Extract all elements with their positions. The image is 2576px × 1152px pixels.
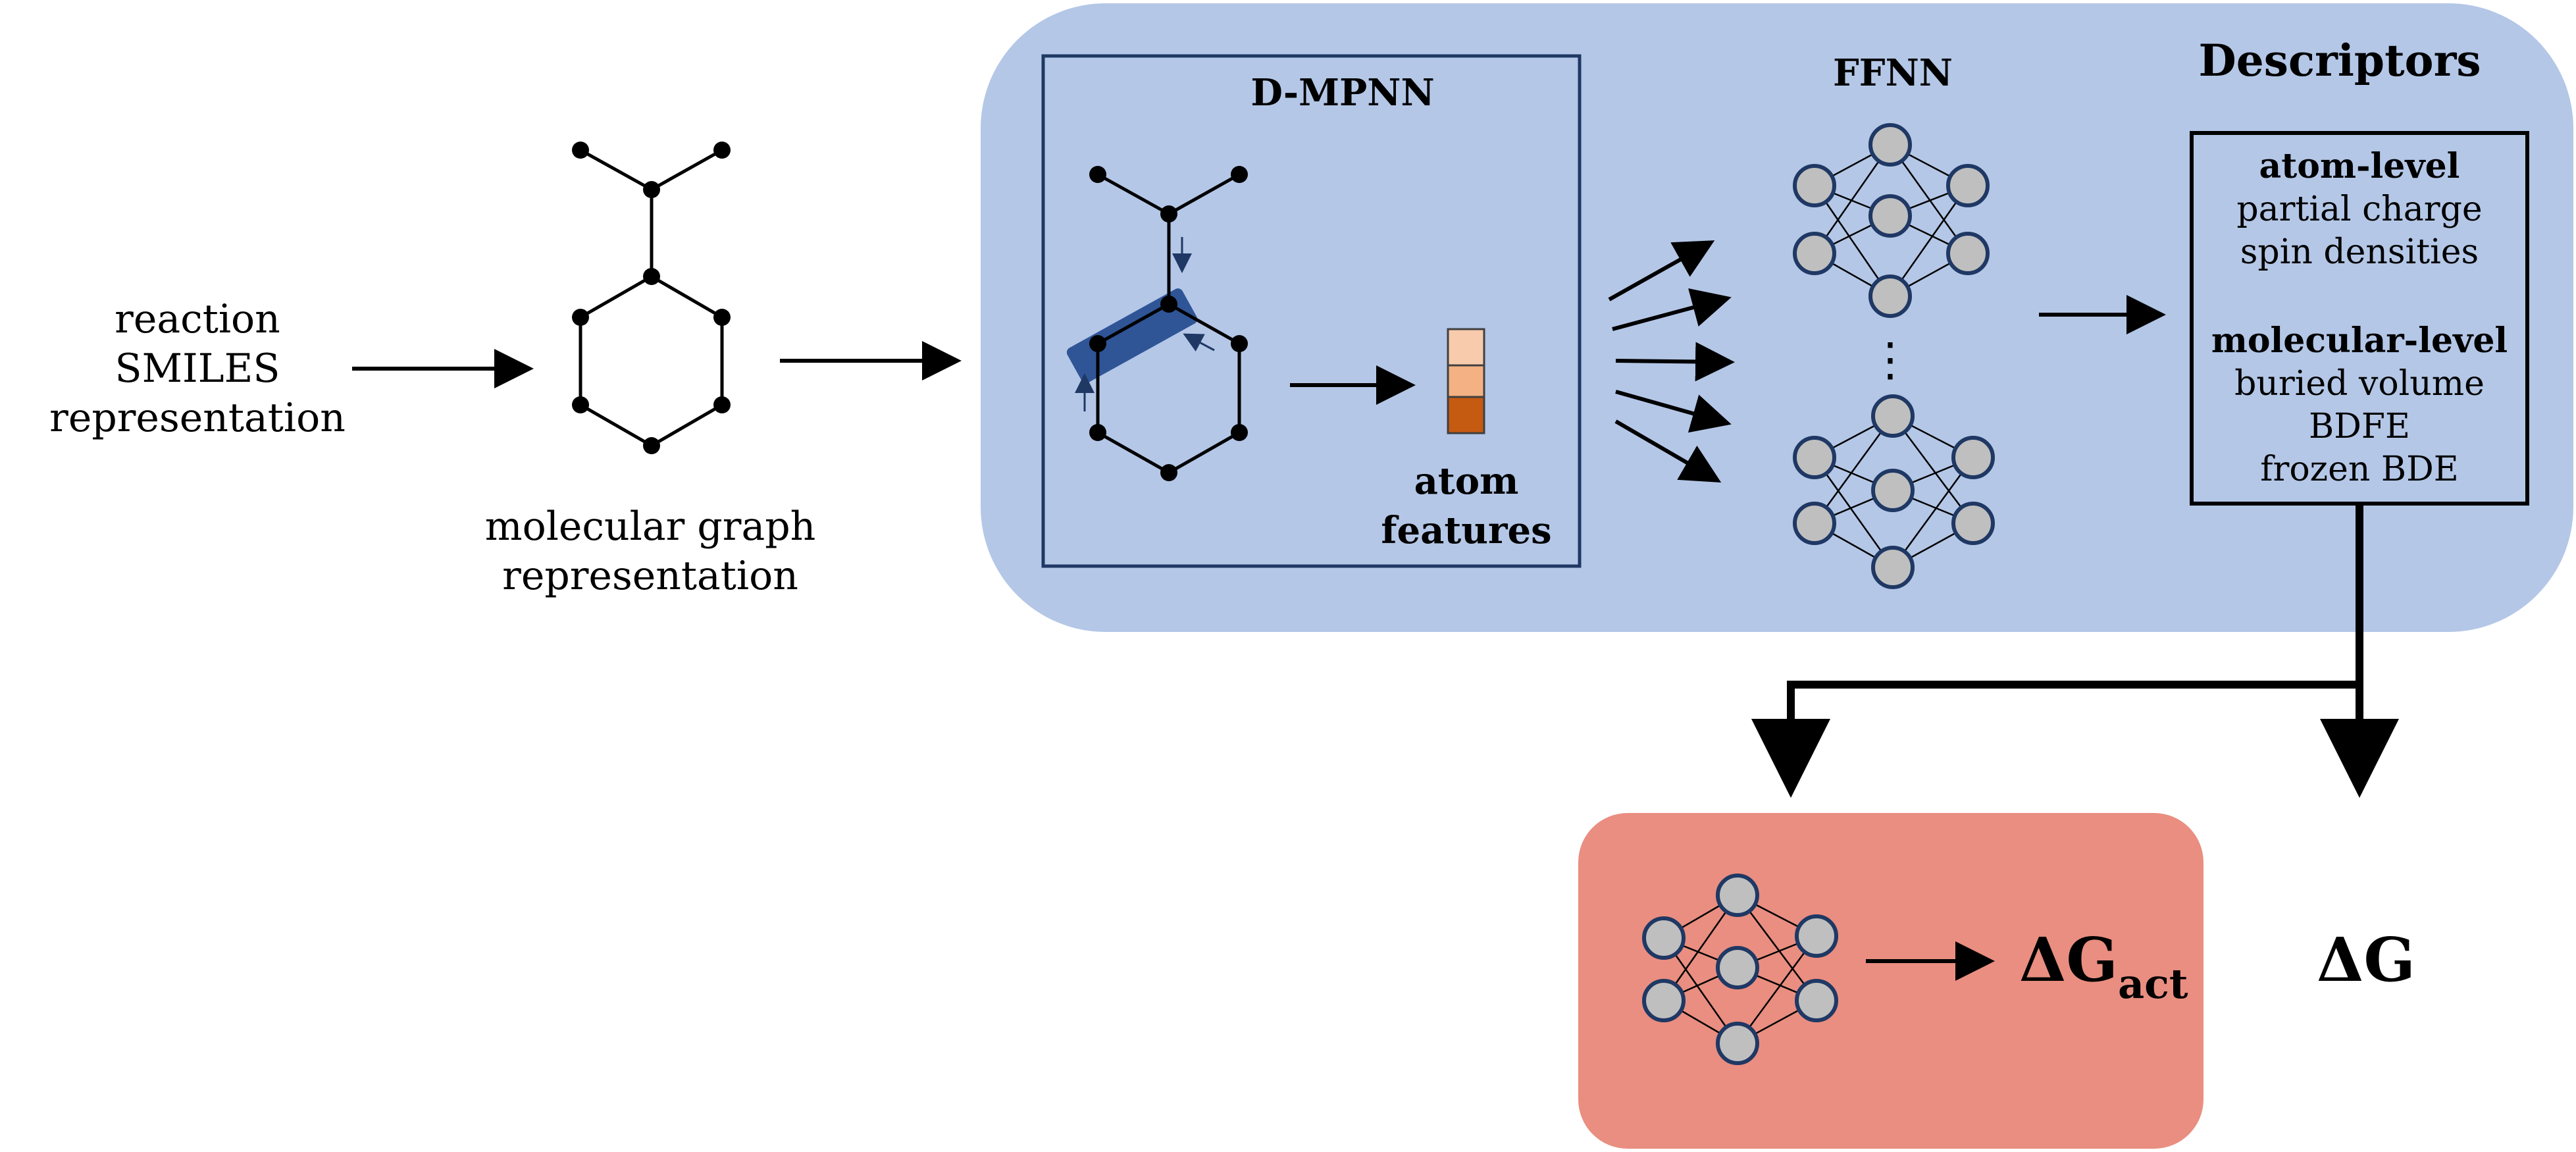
molecular-level-item: frozen BDE: [2260, 450, 2458, 489]
dg-act-label: ΔGact: [2019, 924, 2188, 1008]
descriptors-list: atom-level partial charge spin densities…: [2211, 146, 2508, 489]
molecular-graph-atoms: [572, 142, 731, 454]
ffnn-network-top: [1793, 123, 1990, 318]
dmpnn-box: [1041, 54, 1582, 568]
input-label: reaction SMILES representation: [49, 296, 346, 441]
molgraph-line2: representation: [502, 553, 798, 599]
molgraph-line1: molecular graph: [485, 504, 816, 550]
atom-features-line1: atom: [1414, 459, 1519, 503]
dmpnn-molecule-atoms: [1089, 166, 1248, 481]
dmpnn-title: D-MPNN: [1250, 71, 1434, 115]
descriptors-title: Descriptors: [2199, 35, 2481, 86]
model-panel: [981, 3, 2573, 632]
atom-level-item: spin densities: [2240, 232, 2479, 272]
molecular-level-item: BDFE: [2309, 407, 2410, 446]
input-line2: SMILES: [115, 346, 280, 392]
dg-label: ΔG: [2317, 924, 2415, 995]
atom-features-line2: features: [1381, 509, 1551, 552]
ffnn-ellipsis: ⋮: [1867, 332, 1913, 386]
dg-act-subscript: act: [2118, 960, 2188, 1008]
activation-network: [1642, 874, 1838, 1065]
molecular-level-header: molecular-level: [2211, 321, 2508, 361]
ffnn-title: FFNN: [1833, 51, 1953, 95]
output-connectors: [1751, 504, 2399, 798]
input-line1: reaction: [115, 296, 280, 342]
ffnn-network-bottom: [1793, 394, 1995, 589]
fan-arrows: [1608, 240, 1735, 483]
atom-feature-vector: [1447, 328, 1485, 434]
molecular-level-item: buried volume: [2234, 364, 2485, 404]
input-line3: representation: [49, 395, 346, 441]
dg-act-main: ΔG: [2019, 924, 2118, 995]
message-arrows: [1075, 237, 1215, 411]
molgraph-label: molecular graph representation: [485, 504, 816, 599]
atom-level-header: atom-level: [2259, 146, 2460, 186]
atom-level-item: partial charge: [2236, 190, 2482, 229]
